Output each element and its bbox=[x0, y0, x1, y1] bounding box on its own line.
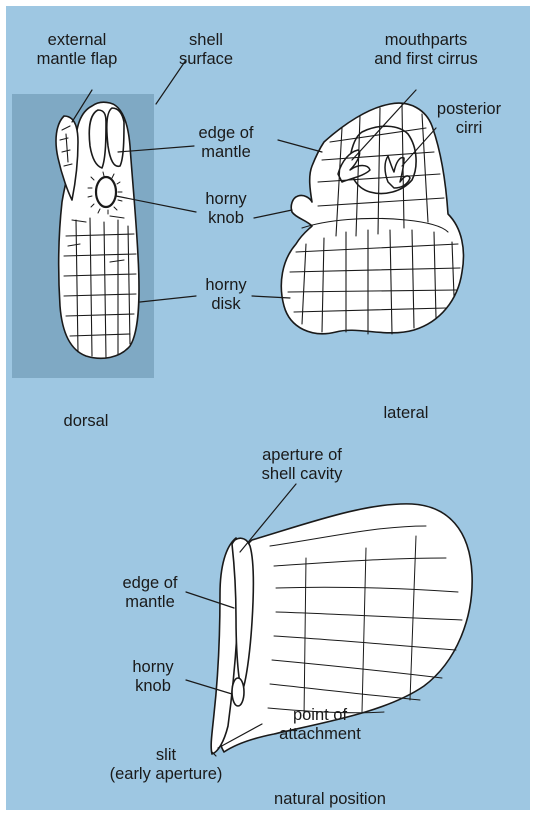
dorsal-organism bbox=[56, 102, 139, 358]
caption-lateral: lateral bbox=[366, 404, 446, 423]
horny-knob-natural bbox=[232, 678, 244, 706]
horny-knob-dorsal bbox=[96, 177, 116, 207]
label-slit-early-aperture: slit(early aperture) bbox=[96, 746, 236, 784]
leader-lateral-edge-of-mantle bbox=[278, 140, 322, 152]
caption-dorsal: dorsal bbox=[46, 412, 126, 431]
caption-natural-position: natural position bbox=[250, 790, 410, 809]
